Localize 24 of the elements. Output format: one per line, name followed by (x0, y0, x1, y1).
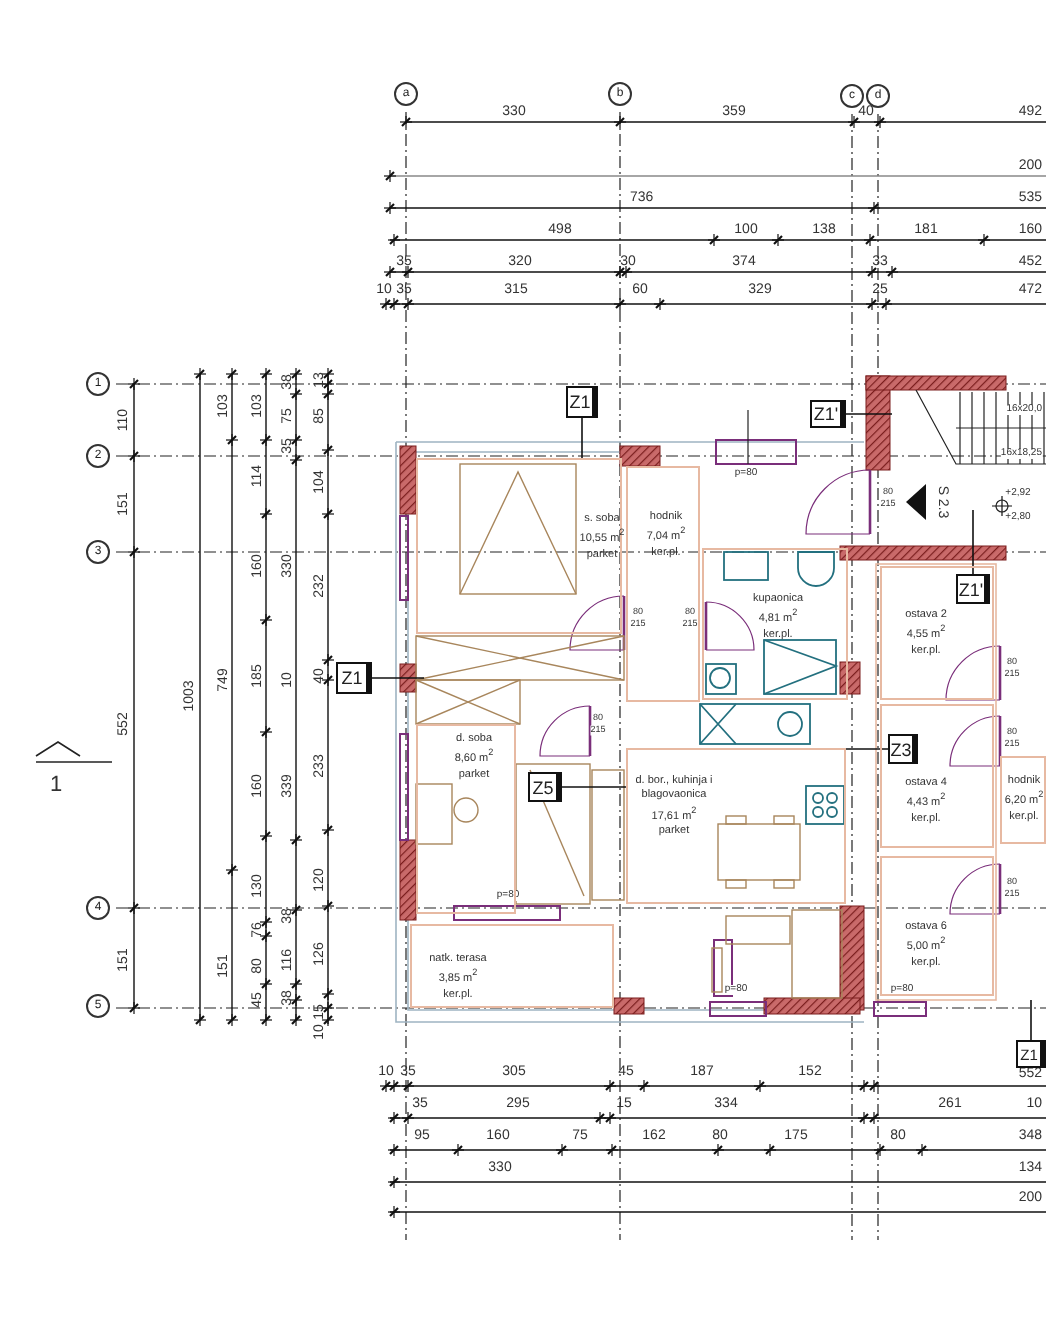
leader-line (561, 786, 627, 788)
leader-line (371, 677, 425, 679)
room-outline (1000, 756, 1046, 844)
room-outline (880, 704, 994, 848)
room-outline (880, 566, 994, 700)
section-label: 1 (49, 775, 63, 797)
wall-type-tag: Z1' (810, 400, 846, 428)
wall-type-tag: Z3 (888, 734, 918, 764)
room-outline (880, 856, 994, 996)
room-outline (416, 724, 516, 914)
wall-type-tag: Z5 (528, 772, 562, 802)
leader-line (972, 509, 974, 575)
wall-type-tag: Z1' (956, 574, 990, 604)
wall-type-tag: Z1 (566, 386, 598, 418)
room-outline (702, 548, 848, 700)
leader-line (845, 413, 893, 415)
wall-type-tag: Z1 (336, 662, 372, 694)
room-outline (626, 748, 846, 904)
leader-line (1030, 999, 1032, 1041)
leader-line (581, 417, 583, 459)
leader-line (845, 748, 889, 750)
room-outline (626, 466, 700, 702)
room-outline (416, 458, 622, 634)
room-outline (410, 924, 614, 1008)
